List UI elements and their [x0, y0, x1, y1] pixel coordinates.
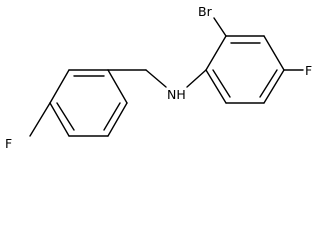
amine-label: NH	[167, 87, 186, 102]
bond-c-f-left	[29, 102, 51, 137]
right-benzene-ring	[205, 35, 285, 104]
molecule-structure: Br NH F F	[5, 4, 312, 151]
structure-canvas: Br NH F F	[5, 4, 312, 151]
bromine-label: Br	[198, 4, 213, 19]
left-benzene-ring	[49, 69, 128, 137]
bond-c-br	[213, 17, 227, 37]
fluorine-left-label: F	[5, 136, 12, 151]
bond-ch2-n	[145, 69, 167, 88]
fluorine-right-label: F	[305, 63, 312, 78]
bond-n-ring	[186, 69, 207, 88]
